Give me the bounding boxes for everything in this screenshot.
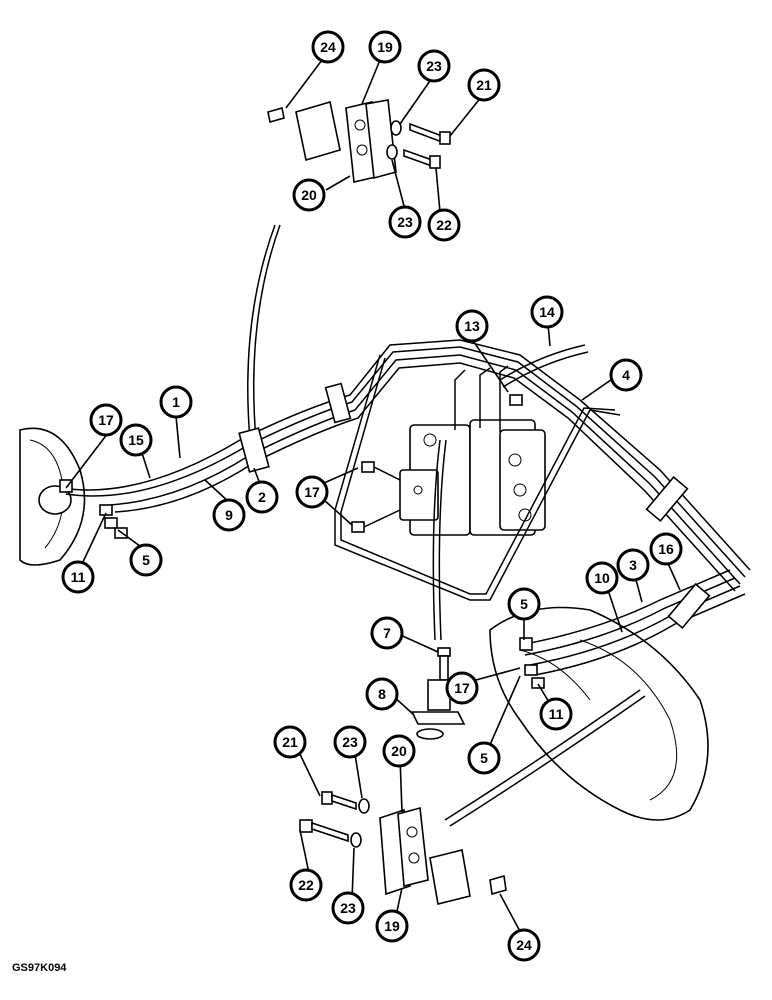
callout-20-bottom: 20 [382,734,416,768]
callout-9: 9 [212,498,246,532]
callout-21-top: 21 [467,68,501,102]
callout-24-bottom: 24 [507,928,541,962]
left-wheel [19,427,86,566]
svg-text:24: 24 [516,937,532,953]
svg-text:7: 7 [383,625,391,641]
svg-text:15: 15 [128,432,144,448]
callout-21-bottom: 21 [273,725,307,759]
svg-text:4: 4 [622,367,630,383]
callout-17-left: 17 [89,403,123,437]
svg-text:2: 2 [258,489,266,505]
svg-text:19: 19 [377,39,393,55]
callout-5-right-top: 5 [507,587,541,621]
leader-lines [65,59,681,936]
callout-24-top: 24 [311,30,345,64]
small-valve-body [399,469,439,521]
svg-text:19: 19 [384,918,400,934]
callout-22-top: 22 [427,208,461,242]
svg-text:3: 3 [629,557,637,573]
callout-11-right: 11 [539,697,573,731]
callout-23-bottom-b: 23 [331,891,365,925]
callout-13: 13 [455,309,489,343]
svg-text:22: 22 [298,877,314,893]
svg-text:17: 17 [454,680,470,696]
port-flange-bolt [410,647,466,740]
callout-4: 4 [609,358,643,392]
callout-14: 14 [530,295,564,329]
callout-23-top-a: 23 [417,49,451,83]
svg-text:11: 11 [549,706,564,722]
callout-11-left: 11 [61,560,95,594]
callout-16: 16 [649,532,683,566]
svg-text:20: 20 [301,187,317,203]
callout-19-bottom: 19 [375,909,409,943]
svg-text:13: 13 [464,318,480,334]
svg-text:1: 1 [172,394,180,410]
svg-text:5: 5 [520,596,528,612]
svg-text:10: 10 [594,570,610,586]
svg-text:17: 17 [304,484,320,500]
pipe-clamps [238,382,711,629]
callout-22-bottom: 22 [289,868,323,902]
callout-17-right: 17 [445,671,479,705]
right-fittings [509,394,545,689]
callout-5-left: 5 [129,543,163,577]
top-clamp-assembly [267,99,451,183]
flexible-hoses [247,224,646,827]
callout-23-bottom-a: 23 [333,725,367,759]
svg-text:23: 23 [342,734,358,750]
svg-text:21: 21 [282,734,298,750]
svg-text:9: 9 [225,507,233,523]
svg-text:21: 21 [476,77,492,93]
svg-text:5: 5 [142,552,150,568]
callout-19-top: 19 [368,30,402,64]
callout-1: 1 [159,385,193,419]
svg-text:17: 17 [98,412,114,428]
svg-text:16: 16 [658,541,674,557]
callout-23-top-b: 23 [388,205,422,239]
svg-text:5: 5 [480,750,488,766]
callout-10: 10 [585,561,619,595]
callout-2: 2 [245,480,279,514]
middle-adapters [351,461,401,533]
callout-20-top: 20 [292,178,326,212]
callout-17-mid: 17 [295,475,329,509]
svg-text:23: 23 [340,900,356,916]
svg-text:8: 8 [378,686,386,702]
svg-text:20: 20 [391,743,407,759]
svg-text:22: 22 [436,217,452,233]
callout-3: 3 [616,548,650,582]
callout-15: 15 [119,423,153,457]
callout-7: 7 [370,616,404,650]
svg-text:24: 24 [320,39,336,55]
figure-code: GS97K094 [12,962,67,974]
svg-text:23: 23 [397,214,413,230]
svg-text:14: 14 [539,304,555,320]
svg-text:23: 23 [426,58,442,74]
callout-8: 8 [365,677,399,711]
callout-5-right-bottom: 5 [467,741,501,775]
svg-text:11: 11 [71,569,86,585]
bottom-clamp-assembly [299,791,507,905]
